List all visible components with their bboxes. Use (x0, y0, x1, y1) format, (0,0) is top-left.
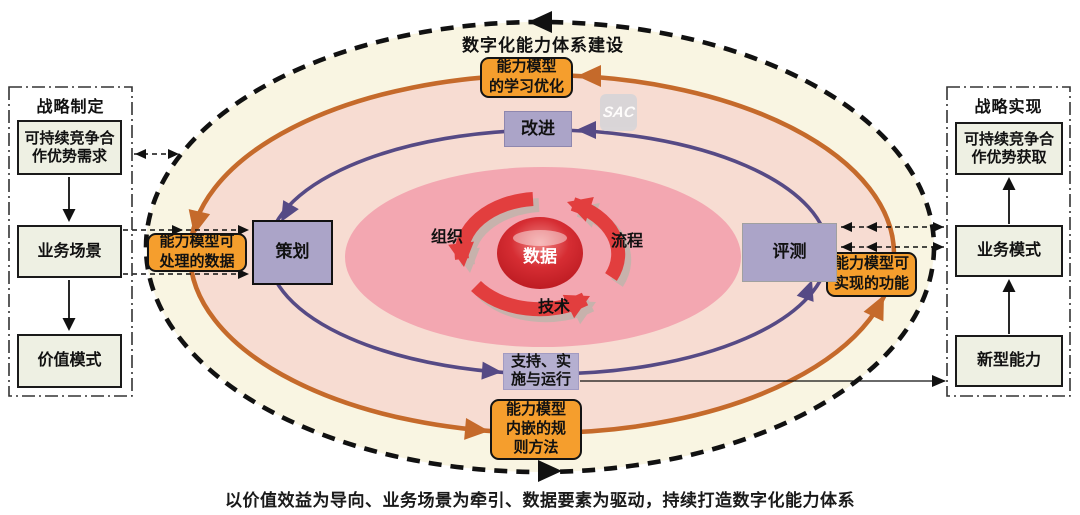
capability-rules-label: 能力模型 内嵌的规 则方法 (505, 401, 566, 457)
pdca-plan-label: 策划 (275, 242, 310, 262)
orange-cycle-arrowheads (188, 65, 884, 440)
left-panel-box-business-scenario: 业务场景 (17, 225, 122, 278)
strategy-realization-frame (946, 86, 1071, 397)
right-dashed-connectors (841, 226, 944, 248)
sac-watermark-text: SAC (601, 104, 636, 121)
pdca-support-box: 支持、实 施与运行 (503, 353, 579, 390)
pdca-evaluate-box: 评测 (742, 223, 837, 282)
right-connector-arrowheads (841, 222, 944, 252)
left-panel-box-advantage-need: 可持续竞争合 作优势需求 (17, 120, 122, 175)
capability-functions-label: 能力模型可 实现的功能 (833, 256, 909, 292)
right-panel-box-advantage-gain-label: 可持续竞争合 作优势获取 (963, 131, 1054, 166)
core-technology-label: 技术 (537, 299, 570, 316)
strategy-formulation-frame (8, 86, 133, 397)
purple-cycle-arrowheads (281, 121, 814, 380)
pdca-improve-box: 改进 (504, 111, 572, 147)
left-panel-title: 战略制定 (36, 99, 105, 116)
capability-learning-label: 能力模型 的学习优化 (488, 59, 564, 95)
right-panel-box-new-capability-label: 新型能力 (976, 352, 1041, 370)
capability-functions-box: 能力模型可 实现的功能 (826, 252, 917, 297)
left-panel-box-value-model-label: 价值模式 (37, 352, 102, 370)
pdca-support-label: 支持、实 施与运行 (510, 354, 571, 388)
top-label: 数字化能力体系建设 (462, 36, 624, 55)
data-core-gloss (513, 230, 567, 246)
left-panel-box-advantage-need-label: 可持续竞争合 作优势需求 (24, 130, 115, 165)
core-data-label: 数据 (523, 247, 557, 266)
outer-cycle-arrowhead-top (528, 11, 552, 33)
right-panel-box-new-capability: 新型能力 (955, 335, 1063, 387)
core-rotation-arrows (448, 192, 626, 319)
capability-rules-box: 能力模型 内嵌的规 则方法 (490, 399, 582, 460)
capability-data-box: 能力模型可 处理的数据 (147, 233, 247, 272)
core-process-label: 流程 (610, 233, 643, 250)
data-core-circle (497, 217, 583, 289)
capability-learning-box: 能力模型 的学习优化 (480, 57, 573, 98)
left-panel-box-business-scenario-label: 业务场景 (37, 242, 102, 260)
left-panel-box-value-model: 价值模式 (17, 334, 122, 388)
right-panel-title: 战略实现 (974, 99, 1043, 116)
right-panel-box-advantage-gain: 可持续竞争合 作优势获取 (955, 122, 1063, 175)
sac-watermark: SAC (600, 94, 637, 131)
support-to-capability-arrowhead (932, 375, 946, 387)
right-panel-box-business-model: 业务模式 (955, 225, 1063, 277)
pdca-plan-box: 策划 (252, 220, 333, 285)
bottom-caption: 以价值效益为导向、业务场景为牵引、数据要素为驱动，持续打造数字化能力体系 (225, 491, 855, 510)
right-panel-box-business-model-label: 业务模式 (976, 242, 1041, 260)
capability-data-label: 能力模型可 处理的数据 (159, 234, 235, 270)
pdca-evaluate-label: 评测 (772, 242, 807, 262)
core-organization-label: 组织 (430, 229, 463, 246)
pdca-improve-label: 改进 (521, 118, 555, 138)
outer-cycle-arrowhead-bottom (538, 460, 562, 482)
